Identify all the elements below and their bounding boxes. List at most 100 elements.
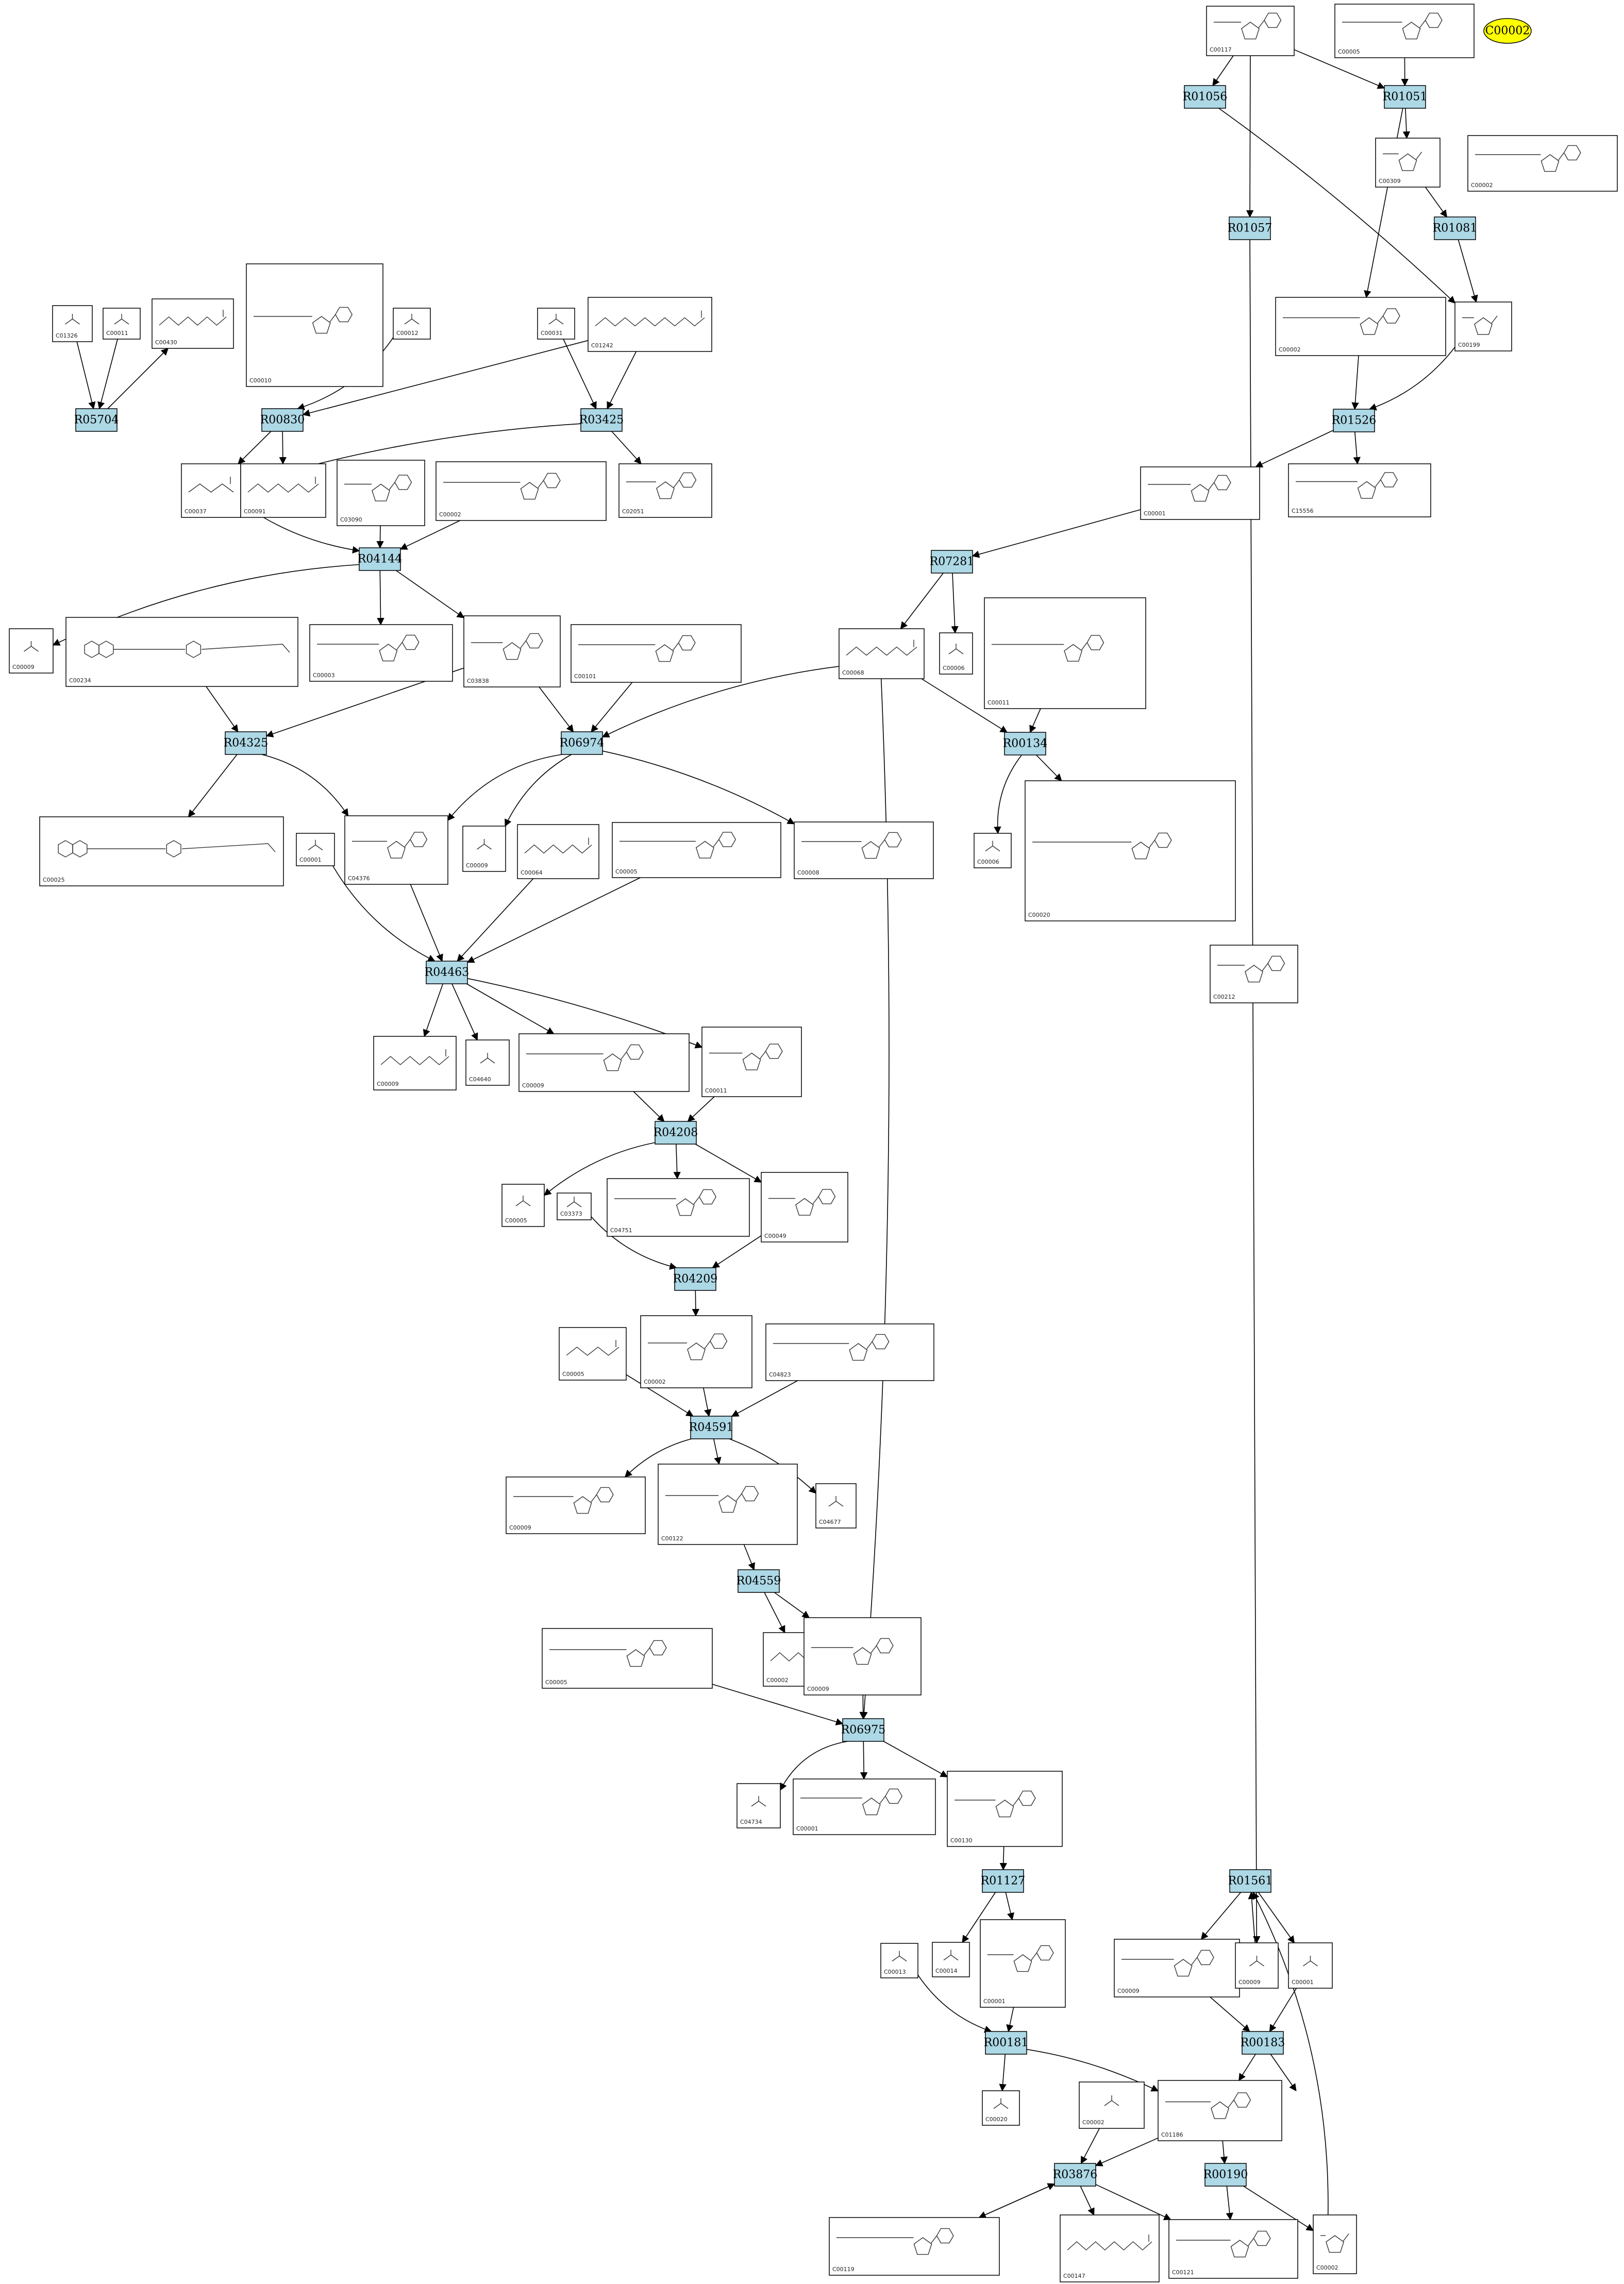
compound-node[interactable]: C03838: [463, 615, 561, 687]
compound-node[interactable]: C00002: [1467, 135, 1618, 192]
compound-node[interactable]: C00008: [794, 821, 934, 879]
compound-node[interactable]: C00013: [880, 1943, 918, 1978]
compound-node[interactable]: C00005: [1334, 4, 1475, 58]
compound-node[interactable]: C03373: [557, 1193, 592, 1220]
reaction-node[interactable]: R00134: [1003, 732, 1048, 755]
compound-node[interactable]: C00212: [1210, 945, 1298, 1003]
reaction-node[interactable]: R06974: [560, 731, 605, 755]
compound-node[interactable]: C00064: [517, 824, 599, 879]
compound-node[interactable]: C00009: [1235, 1942, 1279, 1989]
compound-node[interactable]: C02051: [618, 463, 712, 518]
compound-node[interactable]: C04751: [607, 1178, 750, 1237]
compound-node[interactable]: C00014: [932, 1942, 970, 1977]
reaction-node[interactable]: R04144: [358, 547, 403, 571]
reaction-node[interactable]: R04208: [654, 1121, 698, 1145]
reaction-node[interactable]: R00190: [1203, 2163, 1248, 2187]
compound-node[interactable]: C04677: [815, 1483, 857, 1529]
compound-node[interactable]: C00005: [612, 822, 781, 878]
compound-node[interactable]: C00234: [65, 617, 298, 687]
compound-node[interactable]: C01326: [52, 305, 93, 342]
compound-node[interactable]: C00049: [761, 1172, 848, 1242]
compound-node[interactable]: C00003: [309, 624, 453, 682]
compound-node[interactable]: C00119: [829, 2217, 1000, 2276]
compound-node[interactable]: C01186: [1158, 2080, 1282, 2141]
reaction-node[interactable]: R03425: [579, 408, 624, 432]
compound-node[interactable]: C00130: [947, 1771, 1063, 1847]
compound-node[interactable]: C00001: [980, 1919, 1066, 2008]
reaction-node[interactable]: R00830: [260, 408, 305, 432]
compound-node[interactable]: C00020: [1025, 780, 1236, 921]
compound-node[interactable]: C04376: [344, 815, 448, 885]
compound-node[interactable]: C00006: [974, 833, 1012, 868]
reaction-node[interactable]: R01561: [1228, 1869, 1273, 1893]
compound-node[interactable]: C00002: [1313, 2214, 1357, 2274]
reaction-node[interactable]: R01057: [1228, 216, 1273, 240]
compound-node[interactable]: C00009: [1114, 1939, 1240, 1997]
compound-node[interactable]: C00117: [1206, 6, 1295, 56]
compound-node[interactable]: C04734: [736, 1783, 781, 1828]
compound-node[interactable]: C00005: [501, 1184, 545, 1227]
compound-node[interactable]: C00037: [181, 463, 241, 518]
compound-node[interactable]: C00001: [1288, 1942, 1333, 1989]
compound-node[interactable]: C03090: [337, 460, 425, 526]
reaction-node[interactable]: R01526: [1332, 409, 1377, 432]
compound-node[interactable]: C00001: [296, 833, 335, 866]
compound-node[interactable]: C00101: [571, 624, 742, 683]
reaction-node[interactable]: R06975: [841, 1718, 886, 1742]
compound-node[interactable]: C00005: [559, 1327, 627, 1381]
compound-node[interactable]: C00091: [240, 463, 326, 518]
compound-node[interactable]: C00009: [462, 826, 506, 872]
reaction-node[interactable]: R01056: [1183, 85, 1228, 109]
compound-node[interactable]: C00011: [103, 308, 141, 340]
reaction-node[interactable]: R07281: [930, 550, 975, 574]
compound-box: [1210, 945, 1298, 1003]
compound-id: C00119: [832, 2266, 855, 2273]
reaction-edge: [1252, 1891, 1329, 2215]
compound-node[interactable]: C00001: [1140, 466, 1260, 520]
compound-node[interactable]: C15556: [1288, 463, 1431, 517]
compound-node[interactable]: C00002: [640, 1315, 752, 1388]
reaction-node[interactable]: R01051: [1383, 85, 1428, 109]
compound-node[interactable]: C00009: [803, 1617, 922, 1695]
compound-node[interactable]: C00068: [839, 628, 925, 679]
reaction-node[interactable]: R04463: [425, 961, 470, 984]
compound-node[interactable]: C00011: [701, 1027, 802, 1097]
compound-node[interactable]: C00121: [1168, 2219, 1298, 2279]
compound-node[interactable]: C00009: [518, 1033, 690, 1092]
compound-node[interactable]: C00012: [393, 308, 431, 340]
compound-node[interactable]: C00430: [152, 298, 234, 349]
reaction-node[interactable]: R04559: [736, 1569, 781, 1593]
reaction-node[interactable]: R00181: [984, 2031, 1029, 2055]
compound-node[interactable]: C00006: [939, 632, 973, 675]
compound-node[interactable]: C00005: [542, 1628, 713, 1689]
highlighted-compound[interactable]: C00002: [1483, 18, 1532, 44]
reaction-node[interactable]: R01081: [1433, 216, 1478, 240]
compound-node[interactable]: C00001: [793, 1778, 936, 1835]
compound-node[interactable]: C00309: [1375, 138, 1441, 188]
compound-node[interactable]: C00122: [658, 1464, 798, 1545]
compound-node[interactable]: C00002: [1079, 2081, 1145, 2129]
compound-node[interactable]: C00010: [246, 263, 383, 387]
reaction-node[interactable]: R04209: [673, 1267, 718, 1291]
compound-node[interactable]: C04823: [765, 1323, 934, 1381]
compound-node[interactable]: C00020: [982, 2090, 1020, 2126]
reaction-node[interactable]: R01127: [981, 1869, 1026, 1893]
compound-node[interactable]: C00011: [984, 597, 1146, 709]
reaction-node[interactable]: R04325: [224, 731, 269, 755]
compound-node[interactable]: C00147: [1060, 2214, 1160, 2282]
compound-node[interactable]: C00002: [436, 461, 607, 521]
reaction-node[interactable]: R03876: [1053, 2163, 1098, 2187]
reaction-node[interactable]: R05704: [74, 408, 119, 432]
compound-node[interactable]: C00009: [506, 1476, 646, 1534]
compound-node[interactable]: C00025: [39, 816, 284, 886]
compound-node[interactable]: C00009: [373, 1036, 457, 1090]
reaction-node[interactable]: R00183: [1241, 2031, 1285, 2055]
compound-node[interactable]: C00002: [1275, 297, 1446, 356]
compound-node[interactable]: C00199: [1454, 301, 1512, 351]
reaction-node[interactable]: R04591: [689, 1416, 734, 1439]
compound-node[interactable]: C04640: [465, 1039, 510, 1086]
compound-node[interactable]: C00009: [9, 628, 54, 674]
compound-node[interactable]: C01242: [588, 297, 712, 352]
compound-node[interactable]: C00031: [537, 308, 575, 340]
compound-id: C03373: [560, 1211, 582, 1217]
